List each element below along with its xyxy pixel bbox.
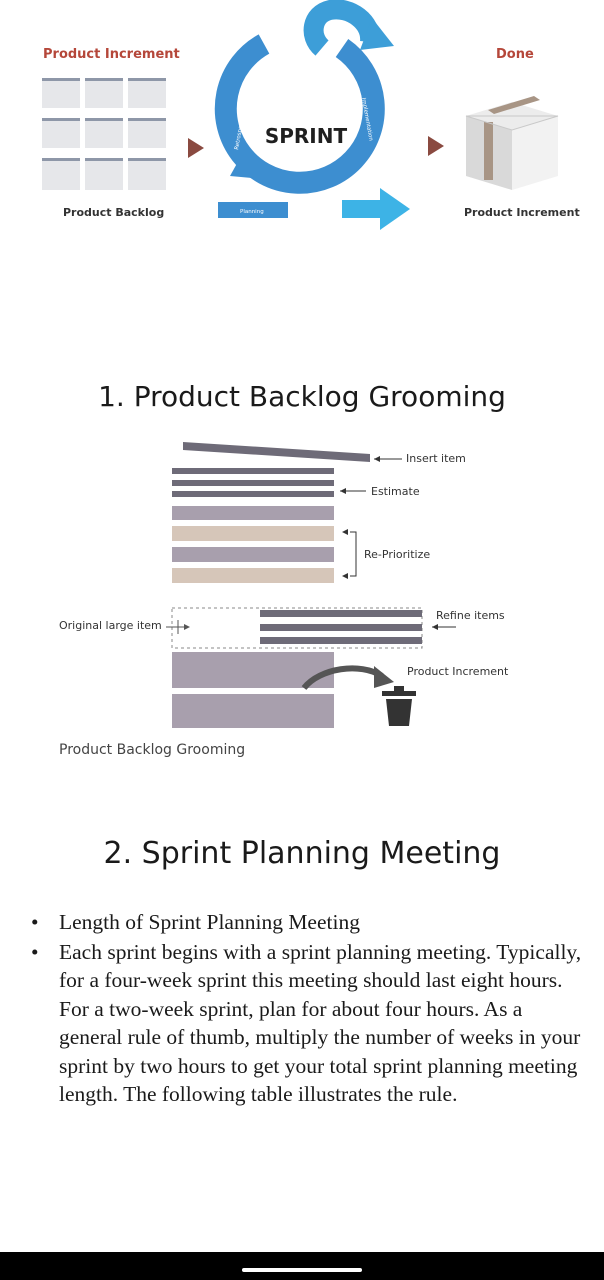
box-icon bbox=[465, 96, 559, 190]
system-navigation-bar bbox=[0, 1252, 604, 1280]
bullet-list: •Length of Sprint Planning Meeting •Each… bbox=[28, 908, 588, 1110]
list-item: •Each sprint begins with a sprint planni… bbox=[31, 939, 582, 1107]
product-increment-label: Product Increment bbox=[407, 665, 509, 678]
arrow-right-icon bbox=[428, 136, 444, 156]
product-increment-left-label: Product Increment bbox=[43, 47, 180, 62]
section2-title: 2. Sprint Planning Meeting bbox=[103, 836, 501, 871]
original-large-item-label: Original large item bbox=[59, 619, 162, 632]
cycle-label-planning: Planning bbox=[240, 209, 264, 215]
product-backlog-label: Product Backlog bbox=[63, 206, 165, 219]
list-item-text: Length of Sprint Planning Meeting bbox=[59, 910, 360, 934]
cycle-label-refine: Refine bbox=[247, 80, 264, 97]
product-increment-right-label: Product Increment bbox=[464, 206, 580, 219]
section1-title: 1. Product Backlog Grooming bbox=[98, 380, 506, 413]
sprint-label: SPRINT bbox=[264, 124, 348, 148]
arrow-right-icon bbox=[188, 138, 204, 158]
estimate-label: Estimate bbox=[371, 485, 420, 498]
list-item: •Length of Sprint Planning Meeting bbox=[31, 910, 360, 934]
list-item-text: Each sprint begins with a sprint plannin… bbox=[59, 939, 582, 1107]
sprint-cycle-icon: Retrospect Refine Implementation Plannin… bbox=[214, 0, 410, 230]
refine-items-label: Refine items bbox=[436, 609, 505, 622]
trash-icon bbox=[382, 686, 416, 726]
grooming-stack-graphic bbox=[166, 442, 456, 728]
reprioritize-label: Re-Prioritize bbox=[364, 548, 431, 561]
cycle-label-retrospect: Retrospect bbox=[234, 119, 245, 150]
home-gesture-handle[interactable] bbox=[242, 1268, 362, 1272]
figure-caption: Product Backlog Grooming bbox=[59, 742, 246, 758]
grooming-diagram: Insert item Estimate Re-Prioritize Origi… bbox=[0, 430, 604, 750]
done-label: Done bbox=[496, 47, 534, 62]
insert-item-label: Insert item bbox=[406, 452, 466, 465]
sprint-diagram: Product Increment Product Backlog Retros… bbox=[0, 0, 604, 240]
backlog-grid-graphic bbox=[42, 78, 166, 190]
